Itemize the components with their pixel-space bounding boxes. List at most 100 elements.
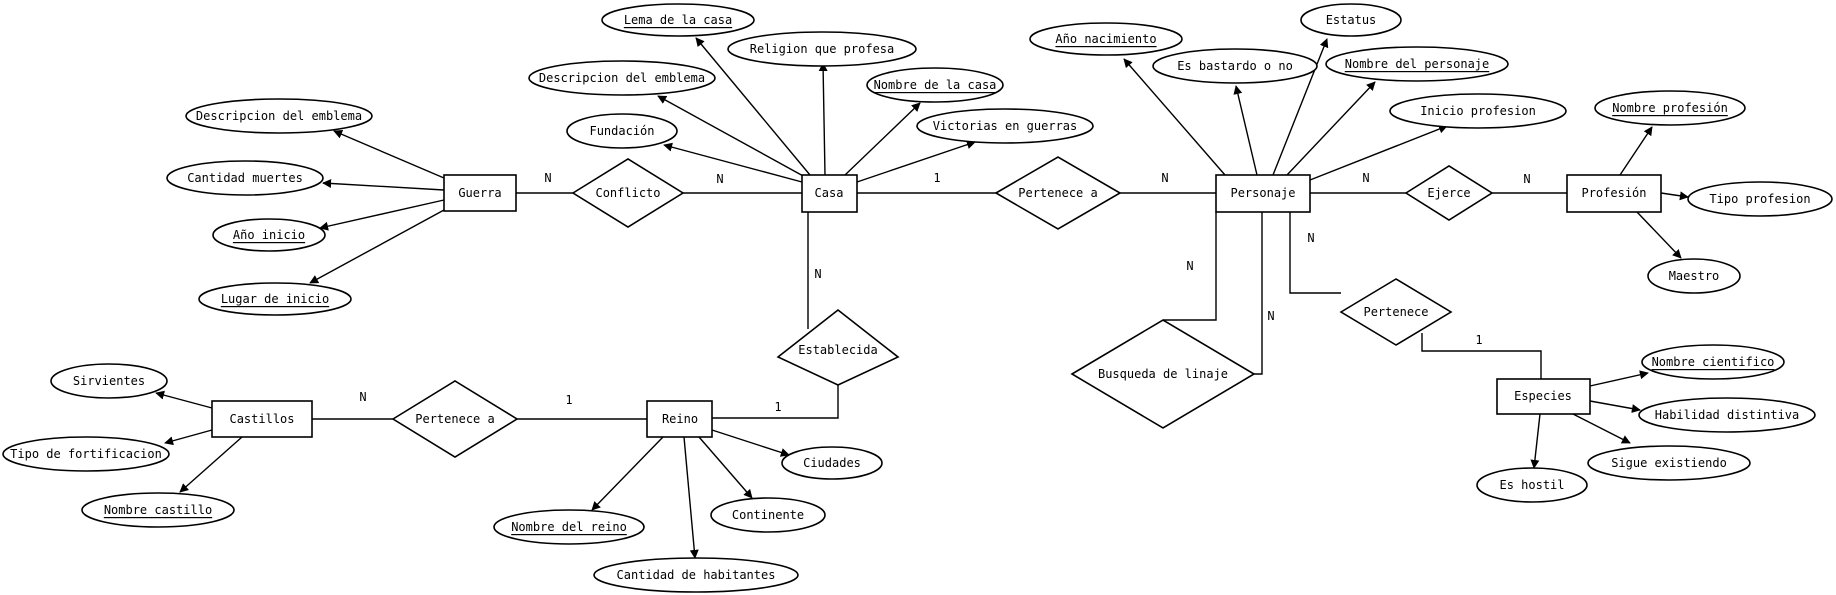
attribute-cast-tipo[interactable]: Tipo de fortificacion [2, 436, 170, 472]
arrow-cast-sirvientes [155, 390, 213, 409]
line-establecida-reino [712, 385, 839, 419]
arrow-guerra-desc [333, 130, 445, 179]
arrow-pers-estatus [1272, 38, 1329, 176]
attribute-cast-sirvientes-label: Sirvientes [73, 374, 145, 388]
cardinality-conflicto-casa: N [716, 172, 723, 186]
arrow-casa-nombre [844, 102, 921, 176]
attribute-guerra-anio[interactable]: Año inicio [212, 218, 326, 252]
relationship-conflicto[interactable]: Conflicto [571, 158, 685, 228]
arrow-guerra-anio [319, 199, 445, 231]
attribute-pers-bastardo[interactable]: Es bastardo o no [1152, 48, 1318, 84]
attribute-casa-fundacion-label: Fundación [589, 124, 654, 138]
arrow-cast-tipo [164, 429, 213, 446]
attribute-guerra-muertes[interactable]: Cantidad muertes [166, 160, 324, 196]
attribute-prof-maestro-label: Maestro [1669, 269, 1720, 283]
attribute-reino-ciudades[interactable]: Ciudades [781, 446, 883, 480]
attributes: Descripcion del emblema Cantidad muertes… [2, 3, 1833, 593]
cardinality-pertenece-personaje: N [1161, 171, 1168, 185]
attribute-guerra-lugar[interactable]: Lugar de inicio [198, 282, 352, 316]
attribute-casa-desc-label: Descripcion del emblema [539, 71, 705, 85]
cardinality-personaje-pertenece: N [1307, 231, 1314, 245]
attribute-prof-nombre[interactable]: Nombre profesión [1594, 90, 1746, 126]
entity-personaje-label: Personaje [1230, 186, 1295, 200]
entity-especies[interactable]: Especies [1496, 378, 1591, 415]
relationship-ejerce[interactable]: Ejerce [1404, 165, 1494, 221]
attribute-reino-habitantes[interactable]: Cantidad de habitantes [593, 557, 799, 593]
entity-castillos[interactable]: Castillos [211, 400, 313, 438]
attribute-reino-continente-label: Continente [732, 508, 804, 522]
attribute-casa-nombre-label: Nombre de la casa [874, 78, 997, 92]
attribute-pers-estatus[interactable]: Estatus [1300, 3, 1402, 37]
arrow-esp-sigue [1572, 413, 1631, 444]
attribute-esp-hostil-label: Es hostil [1499, 478, 1564, 492]
entity-reino[interactable]: Reino [646, 400, 713, 438]
attribute-reino-ciudades-label: Ciudades [803, 456, 861, 470]
relationship-pertenece-a-reino-label: Pertenece a [415, 412, 494, 426]
arrow-pers-anio [1123, 58, 1226, 176]
entity-casa[interactable]: Casa [801, 174, 858, 213]
cardinality-personaje-busqueda-1: N [1186, 259, 1193, 273]
relationship-conflicto-label: Conflicto [595, 186, 660, 200]
attribute-casa-religion-label: Religion que profesa [750, 42, 895, 56]
arrow-pers-bastardo [1233, 85, 1258, 176]
attribute-prof-tipo-label: Tipo profesion [1709, 192, 1810, 206]
entity-profesion-label: Profesión [1581, 186, 1646, 200]
arrow-casa-religion [818, 62, 828, 176]
attribute-reino-habitantes-label: Cantidad de habitantes [617, 568, 776, 582]
attribute-casa-victorias[interactable]: Victorias en guerras [916, 108, 1094, 144]
arrow-guerra-lugar [309, 209, 445, 284]
attribute-casa-lema[interactable]: Lema de la casa [601, 3, 755, 37]
attribute-esp-nombre[interactable]: Nombre cientifico [1641, 344, 1785, 380]
entity-personaje[interactable]: Personaje [1215, 174, 1311, 213]
entity-guerra[interactable]: Guerra [443, 174, 517, 212]
attribute-pers-estatus-label: Estatus [1326, 13, 1377, 27]
arrow-reino-nombre [591, 436, 664, 511]
arrow-esp-habilidad [1589, 400, 1641, 413]
arrow-reino-habitantes [683, 436, 699, 559]
arrow-reino-ciudades [711, 429, 790, 457]
attribute-reino-continente[interactable]: Continente [710, 497, 826, 533]
attribute-casa-desc[interactable]: Descripcion del emblema [528, 60, 716, 96]
attribute-prof-nombre-label: Nombre profesión [1612, 101, 1728, 115]
entity-reino-label: Reino [662, 412, 698, 426]
attribute-arrows [155, 37, 1689, 559]
cardinality-casa-pertenece: 1 [933, 171, 940, 185]
attribute-guerra-desc[interactable]: Descripcion del emblema [185, 98, 373, 134]
attribute-prof-maestro[interactable]: Maestro [1647, 258, 1741, 294]
relationship-pertenece-especie[interactable]: Pertenece [1339, 278, 1453, 346]
arrow-casa-fundacion [663, 142, 803, 183]
attribute-casa-religion[interactable]: Religion que profesa [727, 31, 917, 67]
entity-profesion[interactable]: Profesión [1566, 174, 1662, 213]
attribute-cast-sirvientes[interactable]: Sirvientes [50, 363, 168, 399]
attribute-esp-hostil[interactable]: Es hostil [1476, 467, 1588, 503]
attribute-esp-nombre-label: Nombre cientifico [1652, 355, 1775, 369]
cardinality-guerra-conflicto: N [544, 171, 551, 185]
arrow-esp-hostil [1530, 413, 1541, 469]
attribute-cast-nombre[interactable]: Nombre castillo [81, 492, 235, 528]
attribute-casa-nombre[interactable]: Nombre de la casa [866, 67, 1004, 103]
cardinality-casa-establecida: N [814, 267, 821, 281]
relationship-establecida[interactable]: Establecida [776, 308, 900, 386]
entity-casa-label: Casa [815, 186, 844, 200]
attribute-pers-nombre-label: Nombre del personaje [1345, 57, 1490, 71]
attribute-esp-habilidad[interactable]: Habilidad distintiva [1638, 397, 1816, 433]
attribute-pers-anio[interactable]: Año nacimiento [1029, 22, 1183, 56]
attribute-casa-victorias-label: Victorias en guerras [933, 119, 1078, 133]
attribute-guerra-anio-label: Año inicio [233, 228, 305, 242]
arrow-guerra-muertes [322, 178, 445, 191]
attribute-pers-anio-label: Año nacimiento [1055, 32, 1156, 46]
attribute-prof-tipo[interactable]: Tipo profesion [1687, 181, 1833, 217]
attribute-pers-nombre[interactable]: Nombre del personaje [1325, 46, 1509, 82]
cardinality-ejerce-profesion: N [1523, 172, 1530, 186]
arrow-esp-nombre [1589, 370, 1649, 387]
attribute-reino-nombre[interactable]: Nombre del reino [493, 509, 645, 545]
relationship-busqueda-de-linaje[interactable]: Busqueda de linaje [1070, 319, 1256, 429]
attribute-esp-sigue-label: Sigue existiendo [1611, 456, 1727, 470]
attribute-pers-inicio[interactable]: Inicio profesion [1389, 93, 1567, 129]
attribute-esp-sigue[interactable]: Sigue existiendo [1587, 445, 1751, 481]
relationship-pertenece-a-casa[interactable]: Pertenece a [994, 156, 1122, 230]
relationship-pertenece-a-reino[interactable]: Pertenece a [391, 380, 519, 458]
attribute-casa-fundacion[interactable]: Fundación [566, 113, 678, 149]
attribute-casa-lema-label: Lema de la casa [624, 13, 732, 27]
